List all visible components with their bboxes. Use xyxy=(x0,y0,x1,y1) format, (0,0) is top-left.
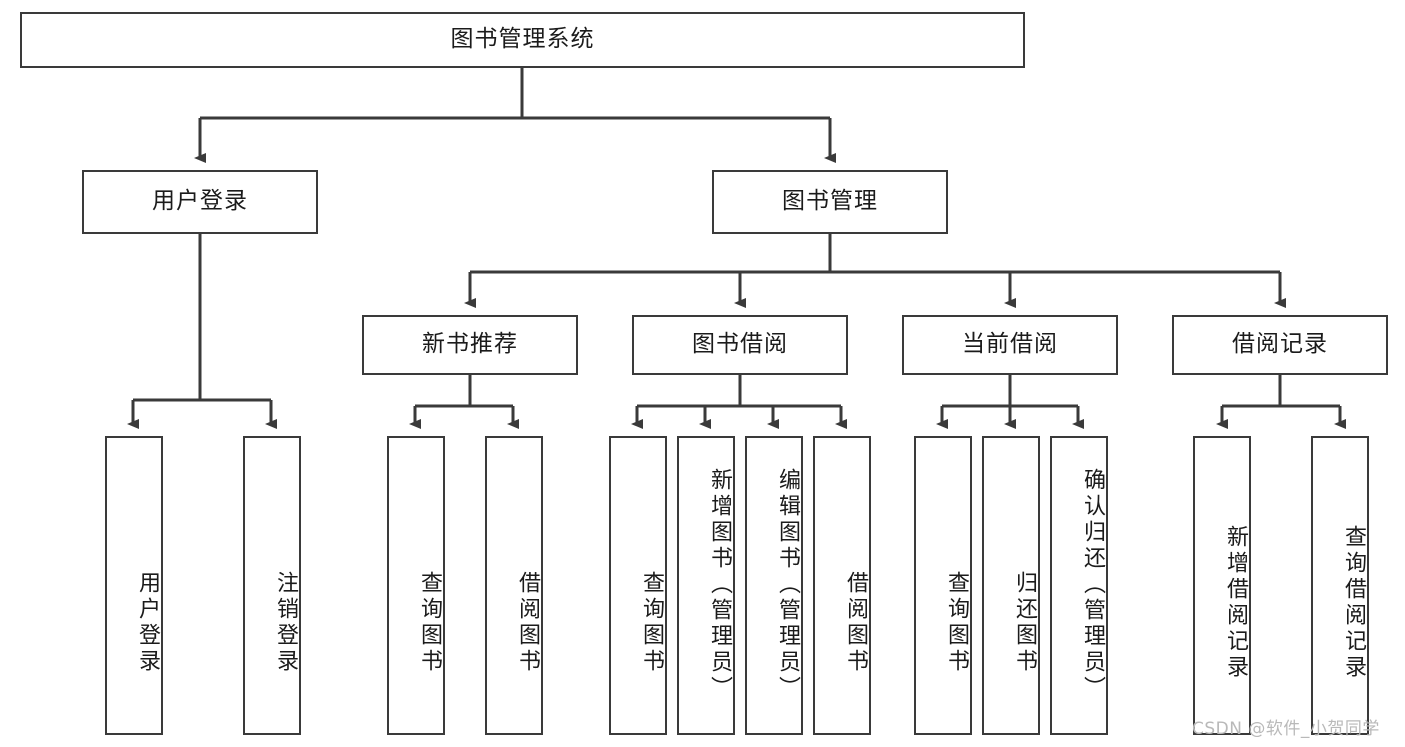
node-label: 图书管理 xyxy=(782,188,878,215)
node-leaf-query-book-current[interactable]: 查询图书 xyxy=(914,436,972,735)
node-label: 新增图书（管理员） xyxy=(707,467,732,702)
node-leaf-query-borrow-record[interactable]: 查询借阅记录 xyxy=(1311,436,1369,735)
node-leaf-query-book-borrow[interactable]: 查询图书 xyxy=(609,436,667,735)
node-label: 注销登录 xyxy=(273,570,298,675)
node-label: 编辑图书（管理员） xyxy=(775,467,800,702)
node-label: 图书借阅 xyxy=(692,331,788,358)
node-current-borrow[interactable]: 当前借阅 xyxy=(902,315,1118,375)
node-leaf-edit-book-admin[interactable]: 编辑图书（管理员） xyxy=(745,436,803,735)
node-leaf-add-book-admin[interactable]: 新增图书（管理员） xyxy=(677,436,735,735)
node-leaf-borrow-book[interactable]: 借阅图书 xyxy=(813,436,871,735)
node-user-login[interactable]: 用户登录 xyxy=(82,170,318,234)
node-leaf-return-book[interactable]: 归还图书 xyxy=(982,436,1040,735)
node-book-borrow[interactable]: 图书借阅 xyxy=(632,315,848,375)
node-label: 借阅图书 xyxy=(515,570,540,675)
node-label: 借阅图书 xyxy=(843,570,868,675)
node-leaf-borrow-book-recommend[interactable]: 借阅图书 xyxy=(485,436,543,735)
node-leaf-confirm-return-admin[interactable]: 确认归还（管理员） xyxy=(1050,436,1108,735)
csdn-watermark: CSDN @软件_小贺同学 xyxy=(1192,719,1380,739)
node-label: 图书管理系统 xyxy=(450,26,595,53)
node-label: 确认归还（管理员） xyxy=(1080,467,1105,702)
node-leaf-add-borrow-record[interactable]: 新增借阅记录 xyxy=(1193,436,1251,735)
node-label: 查询图书 xyxy=(417,570,442,675)
node-leaf-query-book-recommend[interactable]: 查询图书 xyxy=(387,436,445,735)
node-label: 查询图书 xyxy=(639,570,664,675)
node-label: 查询图书 xyxy=(944,570,969,675)
node-label: 借阅记录 xyxy=(1232,331,1328,358)
node-root-system[interactable]: 图书管理系统 xyxy=(20,12,1025,68)
node-label: 新增借阅记录 xyxy=(1223,524,1248,681)
node-label: 查询借阅记录 xyxy=(1341,524,1366,681)
node-book-management[interactable]: 图书管理 xyxy=(712,170,948,234)
node-label: 当前借阅 xyxy=(962,331,1058,358)
node-label: 归还图书 xyxy=(1012,570,1037,675)
node-label: 用户登录 xyxy=(152,188,248,215)
node-label: 新书推荐 xyxy=(422,331,518,358)
node-leaf-logout[interactable]: 注销登录 xyxy=(243,436,301,735)
node-borrow-record[interactable]: 借阅记录 xyxy=(1172,315,1388,375)
node-new-book-recommend[interactable]: 新书推荐 xyxy=(362,315,578,375)
node-label: 用户登录 xyxy=(135,570,160,675)
node-leaf-user-login[interactable]: 用户登录 xyxy=(105,436,163,735)
